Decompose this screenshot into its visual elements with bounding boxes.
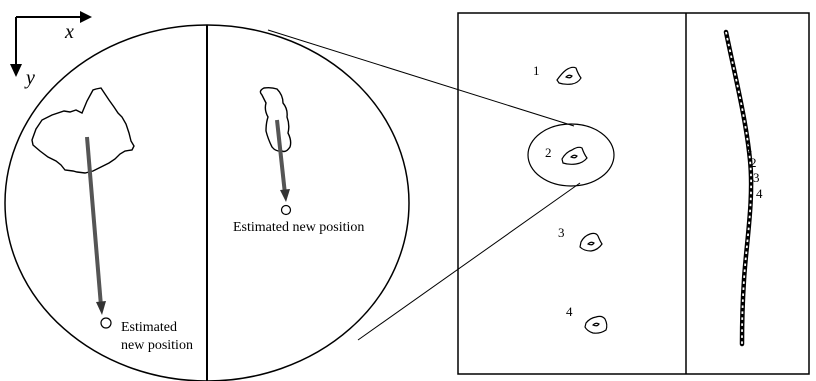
y-arrowhead [10,64,22,77]
trajectory-label-3: 3 [753,170,760,185]
zoom-connector-top [267,29,575,127]
coordinate-axes: x y [10,11,92,89]
motion-arrow-left [85,136,103,307]
y-axis-label: y [24,67,35,89]
magnification-region [527,123,615,187]
zoom-connector-bottom [357,182,581,341]
trajectory-label-2: 2 [750,155,757,170]
object-shape-1 [556,66,582,85]
estimated-label-right: Estimated new position [233,220,364,235]
object-label-3: 3 [558,225,565,240]
trajectory-label-4: 4 [756,186,763,201]
trajectory-label-1: 1 [746,140,753,155]
object-shape-3 [579,232,603,252]
x-arrowhead [80,11,92,23]
object-shape-4 [584,315,608,334]
motion-arrowhead-right [280,189,290,202]
estimated-label-line2: new position [121,338,193,353]
trajectory-path-links [725,31,752,345]
motion-arrow-right [275,119,287,195]
motion-arrowhead-left [96,301,106,315]
x-axis-label: x [64,21,74,43]
estimated-position-marker-left [100,317,112,329]
trajectory-path [723,29,754,347]
panel-border [457,12,810,375]
object-label-4: 4 [566,304,573,319]
frame-panel: 1 2 3 4 1 2 3 4 [457,12,810,375]
object-shape-2 [561,146,588,165]
object-contour-pixelated [31,87,135,174]
object-label-2: 2 [545,145,552,160]
object-contour-smooth [259,86,292,153]
estimated-position-marker-right [280,204,292,216]
zoom-connectors [267,29,581,341]
object-label-1: 1 [533,63,540,78]
magnified-view: Estimated new position Estimated new pos… [4,24,410,381]
estimated-label-line1: Estimated [121,320,177,335]
